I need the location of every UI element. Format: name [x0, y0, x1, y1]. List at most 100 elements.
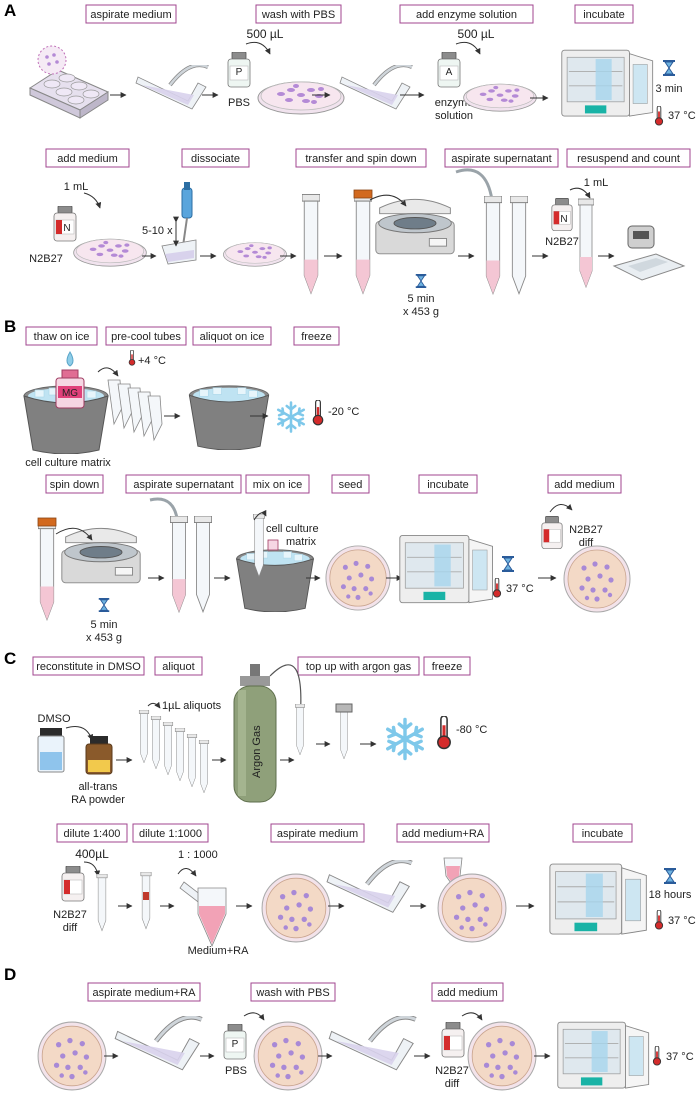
empty-tube-icon	[510, 196, 528, 295]
tag-box	[181, 148, 250, 168]
incubate-temp-c: 37 °C	[668, 915, 696, 927]
pbs-bottle-name: PBS	[228, 97, 250, 109]
step-seed: seed	[339, 479, 363, 491]
arrow	[147, 701, 161, 709]
aspirate-tube-icon	[149, 497, 188, 613]
thermometer-icon	[128, 350, 136, 366]
tag-box	[431, 982, 504, 1002]
pipette-count: 5-10 x	[142, 225, 173, 237]
medium-name-c2: diff	[63, 922, 78, 934]
enzyme-volume: 500 µL	[458, 27, 495, 41]
hourglass-icon	[663, 60, 675, 76]
dish-cells-icon	[463, 83, 537, 112]
tag-box	[572, 823, 633, 843]
snowflake-icon	[276, 401, 306, 433]
aspirate-dish-icon	[132, 65, 210, 111]
step-incubate: incubate	[582, 828, 624, 840]
step-aliquot: aliquot	[162, 661, 194, 673]
dilution-ratio: 1 : 1000	[178, 849, 218, 861]
dish-cells-icon	[467, 1021, 537, 1091]
panel-label-c: C	[4, 649, 16, 668]
tag-box	[574, 4, 634, 24]
dish-cells-icon	[437, 873, 507, 943]
step-freeze: freeze	[301, 331, 332, 343]
tag-box	[566, 148, 691, 168]
arrow	[253, 509, 267, 521]
thermometer-icon	[492, 578, 502, 598]
tube-icon	[302, 194, 320, 294]
dilution-tube-red-icon	[140, 872, 152, 930]
step-wash-pbs: wash with PBS	[255, 987, 329, 999]
incubator-icon	[561, 49, 654, 117]
step-dilute-400: dilute 1:400	[64, 828, 121, 840]
ice-drop-icon	[66, 351, 74, 367]
incubator-icon	[549, 863, 647, 935]
arrow	[55, 527, 93, 541]
seeded-dish-icon	[325, 545, 391, 611]
step-reconstitute: reconstitute in DMSO	[36, 661, 141, 673]
medium-name-d1: N2B27	[435, 1065, 469, 1077]
arrow	[83, 192, 102, 209]
arrow	[65, 726, 94, 741]
tag-box	[270, 823, 365, 843]
dmso-label: DMSO	[38, 713, 71, 725]
aliquots-label: 1µL aliquots	[162, 700, 222, 712]
panel-label-b: B	[4, 317, 16, 336]
ra-powder-vial-icon	[85, 736, 113, 775]
freeze-temp-c: -80 °C	[456, 724, 487, 736]
step-aspirate-medium-ra: aspirate medium+RA	[92, 987, 196, 999]
tube-in-ice-icon	[252, 514, 279, 577]
thermometer-icon	[437, 716, 451, 750]
step-argon: top up with argon gas	[306, 661, 412, 673]
ice-bucket-tubes-icon	[188, 385, 270, 450]
medium-name-d2: diff	[445, 1078, 460, 1090]
hourglass-icon	[415, 274, 427, 288]
bottle-letter: N	[63, 223, 70, 234]
arrow	[97, 367, 119, 377]
step-aspirate-supernatant: aspirate supernatant	[451, 153, 551, 165]
argon-tank-icon	[233, 664, 302, 803]
hourglass-icon	[502, 556, 514, 572]
step-resuspend-count: resuspend and count	[577, 153, 680, 165]
arrow	[83, 861, 101, 877]
tag-box	[85, 4, 177, 24]
medium-name-c1: N2B27	[53, 909, 87, 921]
dish-cells-icon	[261, 873, 331, 943]
step-incubate: incubate	[427, 479, 469, 491]
tag-box	[32, 656, 145, 676]
snowflake-icon	[386, 717, 424, 761]
step-add-medium-ra: add medium+RA	[402, 828, 485, 840]
step-mix-ice: mix on ice	[253, 479, 303, 491]
enzyme-label-1: enzyme	[435, 97, 474, 109]
step-dissociate: dissociate	[191, 153, 240, 165]
cell-counter-icon	[612, 225, 686, 281]
tag-box	[56, 823, 128, 843]
tag-box	[125, 474, 242, 494]
tag-box	[154, 656, 203, 676]
enzyme-label-2: solution	[435, 110, 473, 122]
aspirate-tube-icon	[455, 168, 502, 295]
medium-volume-1: 1 mL	[64, 181, 88, 193]
empty-tube-icon	[194, 516, 212, 613]
six-well-plate	[28, 45, 110, 119]
medium-volume-2: 1 mL	[584, 177, 608, 189]
arrow	[455, 41, 481, 55]
argon-tank-label: Argon Gas	[251, 725, 263, 778]
aliquot-tubes-icon	[138, 710, 210, 794]
matrix-bottle-label: MG	[62, 388, 78, 399]
tube-icon	[578, 198, 594, 288]
incubate-temp-b: 37 °C	[506, 583, 534, 595]
bottle-name: N2B27	[29, 253, 63, 265]
step-add-medium: add medium	[437, 987, 498, 999]
pbs-volume: 500 µL	[247, 27, 284, 41]
dish-cells-icon	[257, 81, 345, 115]
incubate-time: 3 min	[656, 83, 683, 95]
dilute-volume: 400µL	[75, 847, 109, 861]
tag-box	[87, 982, 201, 1002]
step-thaw: thaw on ice	[34, 331, 90, 343]
arrow	[177, 868, 197, 877]
tag-box	[293, 326, 340, 346]
incubate-temp-d: 37 °C	[666, 1051, 694, 1063]
spin-time: 5 min	[408, 293, 435, 305]
